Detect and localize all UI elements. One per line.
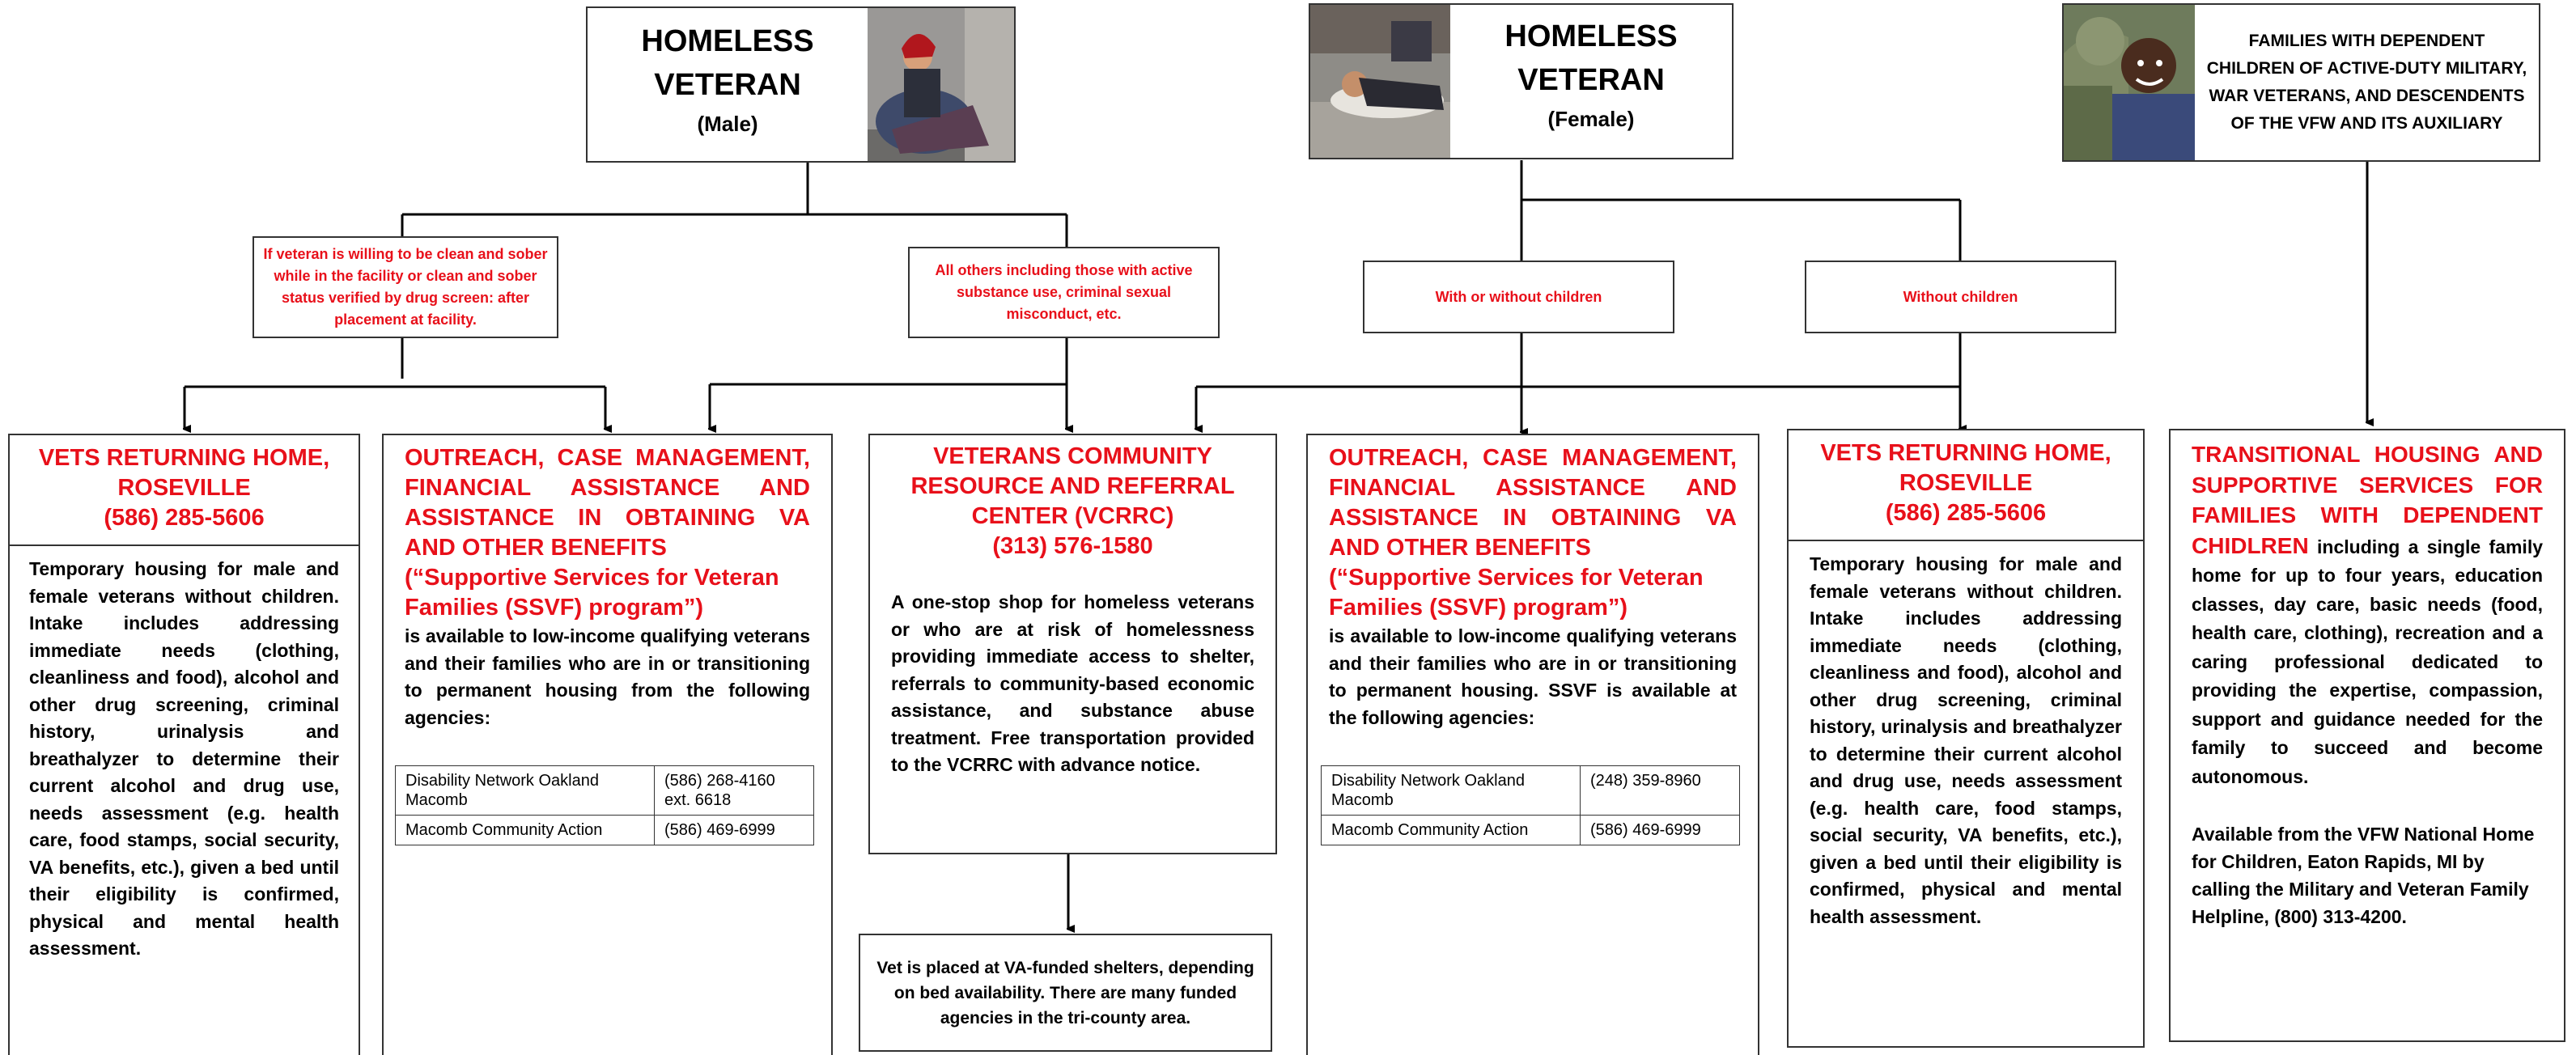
agency-name: Disability Network Oakland Macomb <box>395 765 655 816</box>
header-female-subtitle: (Female) <box>1547 107 1635 131</box>
header-female-title-line2: VETERAN <box>1517 63 1665 97</box>
outreach-1-title: OUTREACH, CASE MANAGEMENT, FINANCIAL ASS… <box>405 445 810 561</box>
condition-clean-and-sober-text: If veteran is willing to be clean and so… <box>263 246 548 328</box>
condition-without-children: Without children <box>1805 261 2116 333</box>
agency-name: Macomb Community Action <box>1321 815 1581 845</box>
transitional-availability: Available from the VFW National Home for… <box>2192 824 2535 927</box>
agency-name: Disability Network Oakland Macomb <box>1321 765 1581 816</box>
outreach-ssvf-box-2: OUTREACH, CASE MANAGEMENT, FINANCIAL ASS… <box>1306 434 1759 1055</box>
header-male-title-line2: VETERAN <box>654 68 801 102</box>
agency-phone: (586) 268-4160 ext. 6618 <box>654 765 814 816</box>
table-row: Macomb Community Action (586) 469-6999 <box>395 815 814 845</box>
outreach-2-body: is available to low-income qualifying ve… <box>1329 625 1737 728</box>
header-homeless-veteran-male: HOMELESS VETERAN (Male) <box>586 6 1016 163</box>
condition-with-or-without-children: With or without children <box>1363 261 1674 333</box>
vets-returning-2-phone: (586) 285-5606 <box>1885 500 2047 526</box>
vets-returning-home-box-1: VETS RETURNING HOME, ROSEVILLE (586) 285… <box>8 434 360 1055</box>
female-veteran-photo <box>1310 5 1450 158</box>
vcrrc-title: VETERANS COMMUNITY RESOURCE AND REFERRAL… <box>910 443 1235 529</box>
condition-with-or-without-children-text: With or without children <box>1435 288 1602 305</box>
vets-returning-1-phone: (586) 285-5606 <box>104 505 265 531</box>
transitional-title: TRANSITIONAL HOUSING AND SUPPORTIVE SERV… <box>2192 442 2543 558</box>
vets-returning-2-title: VETS RETURNING HOME, ROSEVILLE <box>1820 440 2111 496</box>
agency-phone: (586) 469-6999 <box>1580 815 1740 845</box>
transitional-housing-box: TRANSITIONAL HOUSING AND SUPPORTIVE SERV… <box>2169 429 2565 1042</box>
vets-returning-1-title: VETS RETURNING HOME, ROSEVILLE <box>38 445 330 501</box>
header-families-dependent-children: FAMILIES WITH DEPENDENT CHILDREN OF ACTI… <box>2062 3 2540 162</box>
military-family-photo <box>2064 5 2195 160</box>
condition-all-others: All others including those with active s… <box>908 247 1220 338</box>
shelter-note-text: Vet is placed at VA-funded shelters, dep… <box>876 958 1254 1027</box>
vets-returning-1-body: Temporary housing for male and female ve… <box>29 558 339 959</box>
vcrrc-phone: (313) 576-1580 <box>992 533 1153 559</box>
vcrrc-box: VETERANS COMMUNITY RESOURCE AND REFERRAL… <box>868 434 1277 854</box>
header-male-subtitle: (Male) <box>697 112 758 136</box>
agency-name: Macomb Community Action <box>395 815 655 845</box>
header-homeless-veteran-female: HOMELESS VETERAN (Female) <box>1309 3 1734 159</box>
table-row: Macomb Community Action (586) 469-6999 <box>1321 815 1740 845</box>
header-male-title-line1: HOMELESS <box>641 24 814 58</box>
agency-phone: (248) 359-8960 <box>1580 765 1740 816</box>
vets-returning-1-divider <box>10 544 359 546</box>
outreach-2-agency-table: Disability Network Oakland Macomb (248) … <box>1321 765 1740 845</box>
condition-without-children-text: Without children <box>1903 288 2018 305</box>
transitional-body: including a single family home for up to… <box>2192 536 2544 787</box>
table-row: Disability Network Oakland Macomb (248) … <box>1321 765 1740 816</box>
shelter-note-box: Vet is placed at VA-funded shelters, dep… <box>859 934 1272 1052</box>
vets-returning-home-box-2: VETS RETURNING HOME, ROSEVILLE (586) 285… <box>1787 429 2145 1048</box>
vets-returning-2-body: Temporary housing for male and female ve… <box>1810 553 2122 927</box>
outreach-1-program: (“Supportive Services for Veteran Famili… <box>405 565 779 621</box>
vcrrc-body: A one-stop shop for homeless veterans or… <box>891 591 1254 775</box>
outreach-2-title: OUTREACH, CASE MANAGEMENT, FINANCIAL ASS… <box>1329 445 1737 561</box>
agency-phone: (586) 469-6999 <box>654 815 814 845</box>
outreach-1-body: is available to low-income qualifying ve… <box>405 625 810 728</box>
condition-all-others-text: All others including those with active s… <box>935 262 1193 322</box>
transitional-text: TRANSITIONAL HOUSING AND SUPPORTIVE SERV… <box>2192 440 2543 791</box>
header-families-text: FAMILIES WITH DEPENDENT CHILDREN OF ACTI… <box>2206 32 2527 133</box>
header-female-title-line1: HOMELESS <box>1504 19 1678 53</box>
condition-clean-and-sober: If veteran is willing to be clean and so… <box>253 236 558 338</box>
table-row: Disability Network Oakland Macomb (586) … <box>395 765 814 816</box>
outreach-2-program: (“Supportive Services for Veteran Famili… <box>1329 565 1704 621</box>
male-veteran-photo <box>868 8 1014 161</box>
outreach-1-agency-table: Disability Network Oakland Macomb (586) … <box>395 765 814 845</box>
vets-returning-2-divider <box>1789 540 2143 541</box>
outreach-ssvf-box-1: OUTREACH, CASE MANAGEMENT, FINANCIAL ASS… <box>382 434 833 1055</box>
